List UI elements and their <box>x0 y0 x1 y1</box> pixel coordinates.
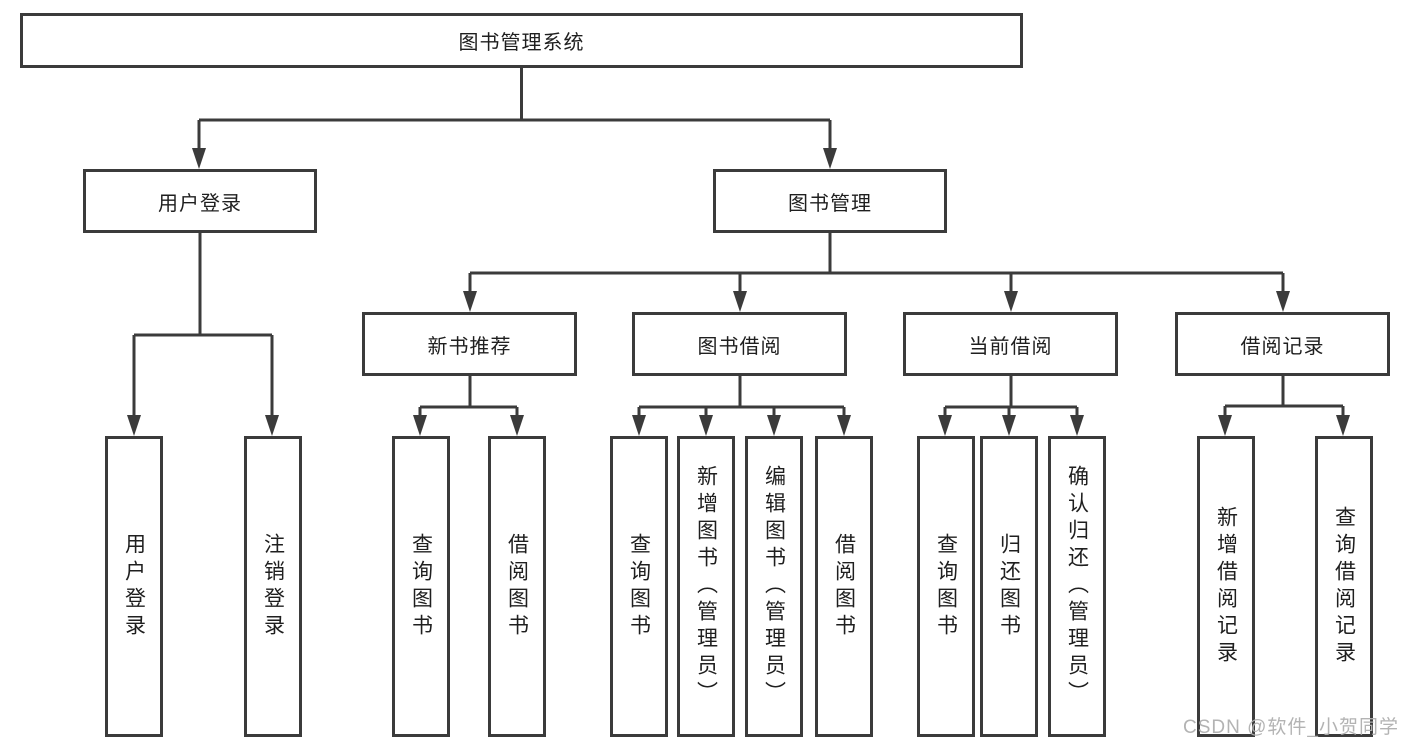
node-current-borrow-label: 当前借阅 <box>968 335 1053 358</box>
node-user-login-label: 用户登录 <box>158 192 242 215</box>
connector-borrow-records-to-leaves <box>1218 376 1350 436</box>
leaf-query-book-borrow-label: 查询图书 <box>627 532 651 641</box>
leaf-add-borrow-record: 新增借阅记录 <box>1197 436 1255 737</box>
leaf-user-login: 用户登录 <box>105 436 163 737</box>
leaf-query-borrow-record-label: 查询借阅记录 <box>1332 505 1356 668</box>
node-new-book-recommend-label: 新书推荐 <box>427 335 512 358</box>
leaf-add-book-admin-label: 新增图书（管理员） <box>694 465 718 708</box>
node-book-management-label: 图书管理 <box>788 192 872 215</box>
node-book-management: 图书管理 <box>713 169 947 233</box>
leaf-borrow-book-recommend-label: 借阅图书 <box>505 532 529 641</box>
connector-user-login-to-leaves <box>127 233 279 436</box>
node-root: 图书管理系统 <box>20 13 1023 68</box>
node-root-label: 图书管理系统 <box>458 32 585 54</box>
leaf-return-book-label: 归还图书 <box>997 532 1021 641</box>
leaf-return-book: 归还图书 <box>980 436 1038 737</box>
leaf-query-book-current-label: 查询图书 <box>934 532 958 641</box>
connector-new-book-rec-to-leaves <box>413 376 524 436</box>
leaf-user-login-label: 用户登录 <box>122 532 146 641</box>
node-new-book-recommend: 新书推荐 <box>362 312 577 376</box>
leaf-query-book-recommend: 查询图书 <box>392 436 450 737</box>
leaf-add-book-admin: 新增图书（管理员） <box>677 436 735 737</box>
node-book-borrow: 图书借阅 <box>632 312 847 376</box>
node-borrow-records: 借阅记录 <box>1175 312 1390 376</box>
leaf-query-book-current: 查询图书 <box>917 436 975 737</box>
leaf-query-book-borrow: 查询图书 <box>610 436 668 737</box>
leaf-confirm-return-admin-label: 确认归还（管理员） <box>1065 465 1089 708</box>
leaf-logout-label: 注销登录 <box>261 532 285 641</box>
connector-book-mgmt-to-level3 <box>463 233 1290 312</box>
node-current-borrow: 当前借阅 <box>903 312 1118 376</box>
leaf-edit-book-admin: 编辑图书（管理员） <box>745 436 803 737</box>
leaf-logout: 注销登录 <box>244 436 302 737</box>
leaf-confirm-return-admin: 确认归还（管理员） <box>1048 436 1106 737</box>
csdn-watermark: CSDN @软件_小贺同学 <box>1183 717 1399 738</box>
leaf-borrow-book-recommend: 借阅图书 <box>488 436 546 737</box>
leaf-borrow-book: 借阅图书 <box>815 436 873 737</box>
leaf-query-book-recommend-label: 查询图书 <box>409 532 433 641</box>
connector-current-borrow-to-leaves <box>938 376 1084 436</box>
leaf-borrow-book-label: 借阅图书 <box>832 532 856 641</box>
connector-root-to-level2 <box>192 68 837 169</box>
leaf-query-borrow-record: 查询借阅记录 <box>1315 436 1373 737</box>
node-book-borrow-label: 图书借阅 <box>697 335 782 358</box>
leaf-add-borrow-record-label: 新增借阅记录 <box>1214 505 1238 668</box>
node-borrow-records-label: 借阅记录 <box>1240 335 1325 358</box>
node-user-login: 用户登录 <box>83 169 317 233</box>
leaf-edit-book-admin-label: 编辑图书（管理员） <box>762 465 786 708</box>
connector-book-borrow-to-leaves <box>632 376 851 436</box>
